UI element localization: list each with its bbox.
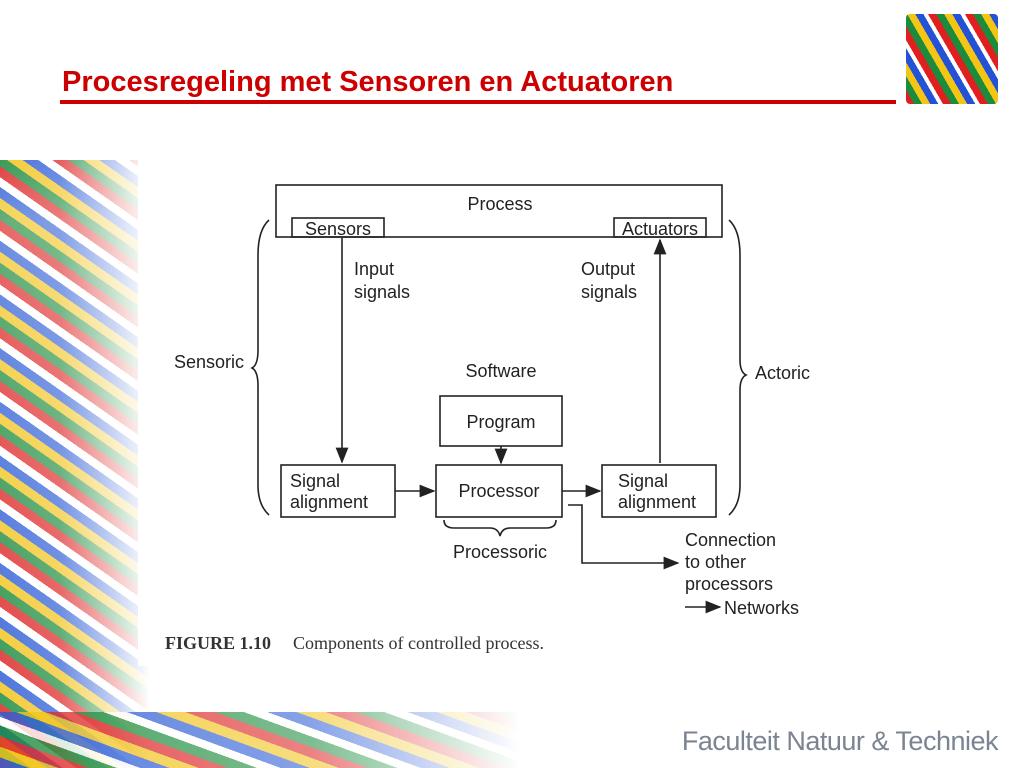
program-label: Program [466,412,535,432]
sensoric-label: Sensoric [174,352,244,372]
slide-title: Procesregeling met Sensoren en Actuatore… [62,66,674,98]
output-signals-line-2: signals [581,282,637,302]
decorative-art-bottom [0,712,520,768]
process-label: Process [467,194,532,214]
sensors-label: Sensors [305,219,371,239]
processor-label: Processor [458,481,539,501]
sensors-box [291,217,385,238]
processoric-brace [443,519,557,537]
processoric-label: Processoric [453,542,547,562]
input-signals-line-1: Input [354,259,394,279]
connection-line-3: processors [685,574,773,594]
networks-label: Networks [724,598,799,618]
figure-caption: FIGURE 1.10 Components of controlled proc… [165,633,544,654]
process-diagram: Process Sensors Actuators Input signals … [174,184,810,618]
output-signals-line-1: Output [581,259,635,279]
signal-alignment-left-line-2: alignment [290,492,368,512]
connection-line-2: to other [685,552,746,572]
figure-number: FIGURE 1.10 [165,633,272,653]
actoric-label: Actoric [755,363,810,383]
figure-panel: Process Sensors Actuators Input signals … [138,160,838,666]
faculty-logo [906,14,998,104]
process-box [275,184,723,238]
software-label: Software [465,361,536,381]
signal-alignment-left-line-1: Signal [290,471,340,491]
sensoric-brace [250,219,270,516]
decorative-art-left [0,160,150,768]
actuators-box [613,217,707,238]
input-signals-line-2: signals [354,282,410,302]
connection-line-1: Connection [685,530,776,550]
connection-arrow [568,504,680,570]
actoric-brace [728,219,748,516]
title-underline [60,100,896,104]
signal-alignment-right-box [601,464,717,518]
figure-caption-text: Components of controlled process. [293,633,544,653]
signal-alignment-right-line-2: alignment [618,492,696,512]
signal-alignment-right-line-1: Signal [618,471,668,491]
actuators-label: Actuators [622,219,698,239]
faculty-name: Faculteit Natuur & Techniek [681,726,999,756]
